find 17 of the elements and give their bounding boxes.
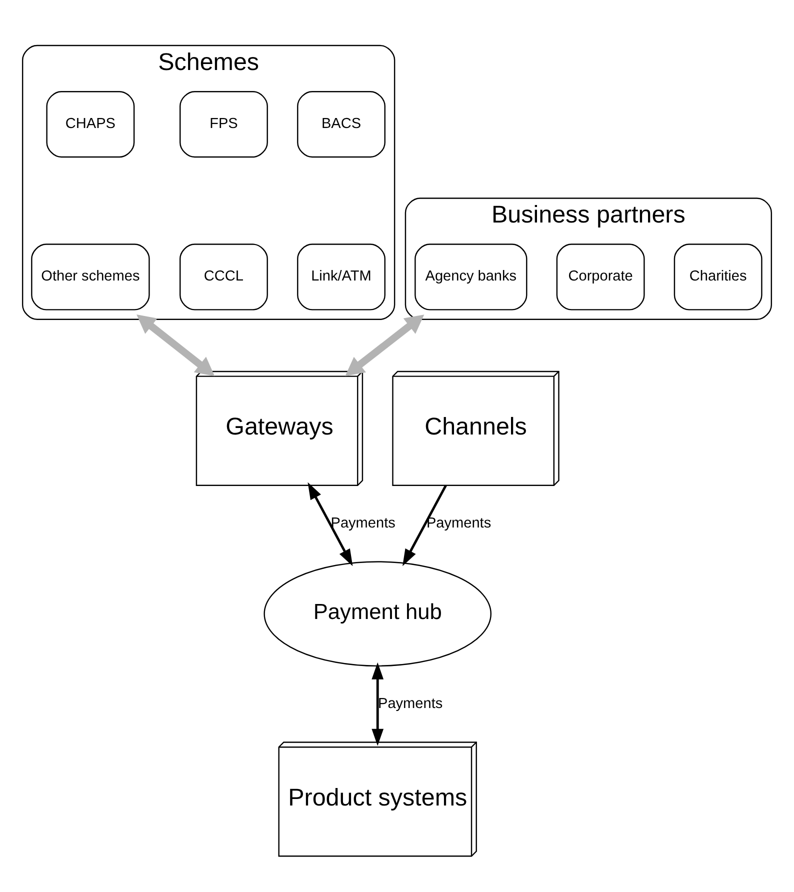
node-box: FPS [180,90,268,158]
node-box: BACS [297,90,386,158]
node-box: CHAPS [46,90,135,158]
node-box: Agency banks [414,244,528,310]
node-box: CCCL [180,244,268,310]
node-box: Other schemes [31,244,150,310]
node-box: Link/ATM [297,244,386,310]
arrow [372,662,384,746]
arrow [308,482,353,566]
arrow [136,314,215,376]
node-box: Corporate [556,244,645,310]
arrow [402,484,447,566]
node-box: Charities [674,244,762,310]
edge-label: Payments [426,515,492,532]
edge-label: Payments [330,515,396,532]
node-ellipse: Payment hub [264,561,492,667]
edge-label: Payments [378,696,443,712]
